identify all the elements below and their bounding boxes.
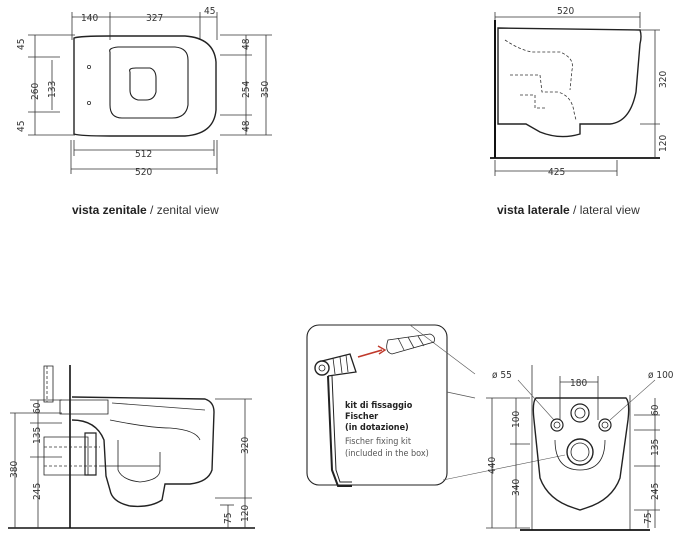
zenital-view-drawing	[28, 12, 272, 174]
kit-label-line4: Fischer fixing kit	[345, 437, 411, 447]
dim-rear-right-bottom: 75	[643, 513, 654, 524]
dim-zenital-top-mid: 327	[146, 13, 163, 24]
dim-rear-right-upper: 60	[650, 404, 661, 416]
kit-label-line2: Fischer	[345, 412, 378, 422]
dim-rear-right-mid: 135	[650, 439, 661, 456]
zenital-caption-english: zenital view	[156, 203, 219, 217]
dim-rear-dia-left: ø 55	[492, 370, 512, 381]
dim-zenital-top-left: 140	[81, 13, 98, 24]
dim-zenital-left-top: 45	[16, 39, 27, 50]
lateral-view-caption: vista laterale / lateral view	[497, 203, 640, 217]
lateral-caption-bold: vista laterale	[497, 203, 570, 217]
dim-section-left-total: 380	[9, 461, 20, 478]
rear-view-drawing	[486, 365, 660, 531]
zenital-caption-separator: /	[146, 203, 157, 217]
kit-label-line3: (in dotazione)	[345, 423, 409, 433]
zenital-view-caption: vista zenitale / zenital view	[72, 203, 219, 217]
dim-zenital-right-top: 48	[241, 38, 252, 50]
dim-rear-left-total: 440	[487, 457, 498, 474]
kit-label-line5: (included in the box)	[345, 449, 429, 459]
lateral-view-drawing	[490, 12, 660, 176]
kit-label-line1: kit di fissaggio	[345, 401, 413, 411]
dim-rear-dia-right: ø 100	[648, 370, 674, 381]
dim-zenital-bottom-total: 520	[135, 167, 152, 178]
dim-lateral-bottom: 425	[548, 167, 565, 178]
dim-section-left-mid: 135	[32, 427, 43, 444]
dim-lateral-right-upper: 320	[658, 71, 669, 88]
section-view-drawing	[8, 365, 255, 529]
dim-rear-right-lower: 245	[650, 483, 661, 500]
dim-rear-left-upper: 100	[511, 411, 522, 428]
dim-lateral-right-lower: 120	[658, 135, 669, 152]
dim-zenital-left-mid: 260	[30, 83, 41, 100]
dim-rear-left-lower: 340	[511, 479, 522, 496]
dim-zenital-right-total: 350	[260, 81, 271, 98]
dim-section-left-lower: 245	[32, 483, 43, 500]
dim-lateral-top: 520	[557, 6, 574, 17]
lateral-caption-separator: /	[569, 203, 580, 217]
zenital-caption-bold: vista zenitale	[72, 203, 147, 217]
lateral-caption-english: lateral view	[579, 203, 640, 217]
dim-section-left-upper: 60	[32, 402, 43, 414]
dim-section-right-bottom: 75	[223, 513, 234, 524]
dim-zenital-right-bottom: 48	[241, 120, 252, 132]
dim-zenital-top-right: 45	[204, 6, 215, 17]
dim-section-right-lower: 120	[240, 505, 251, 522]
dim-section-right-upper: 320	[240, 437, 251, 454]
dim-rear-top-spacing: 180	[570, 378, 587, 389]
fixing-kit-illustration	[306, 324, 566, 487]
dim-zenital-left-inner: 133	[47, 81, 58, 98]
dim-zenital-right-mid: 254	[241, 81, 252, 98]
dim-zenital-left-bottom: 45	[16, 121, 27, 132]
dim-zenital-bottom-inner: 512	[135, 149, 152, 160]
